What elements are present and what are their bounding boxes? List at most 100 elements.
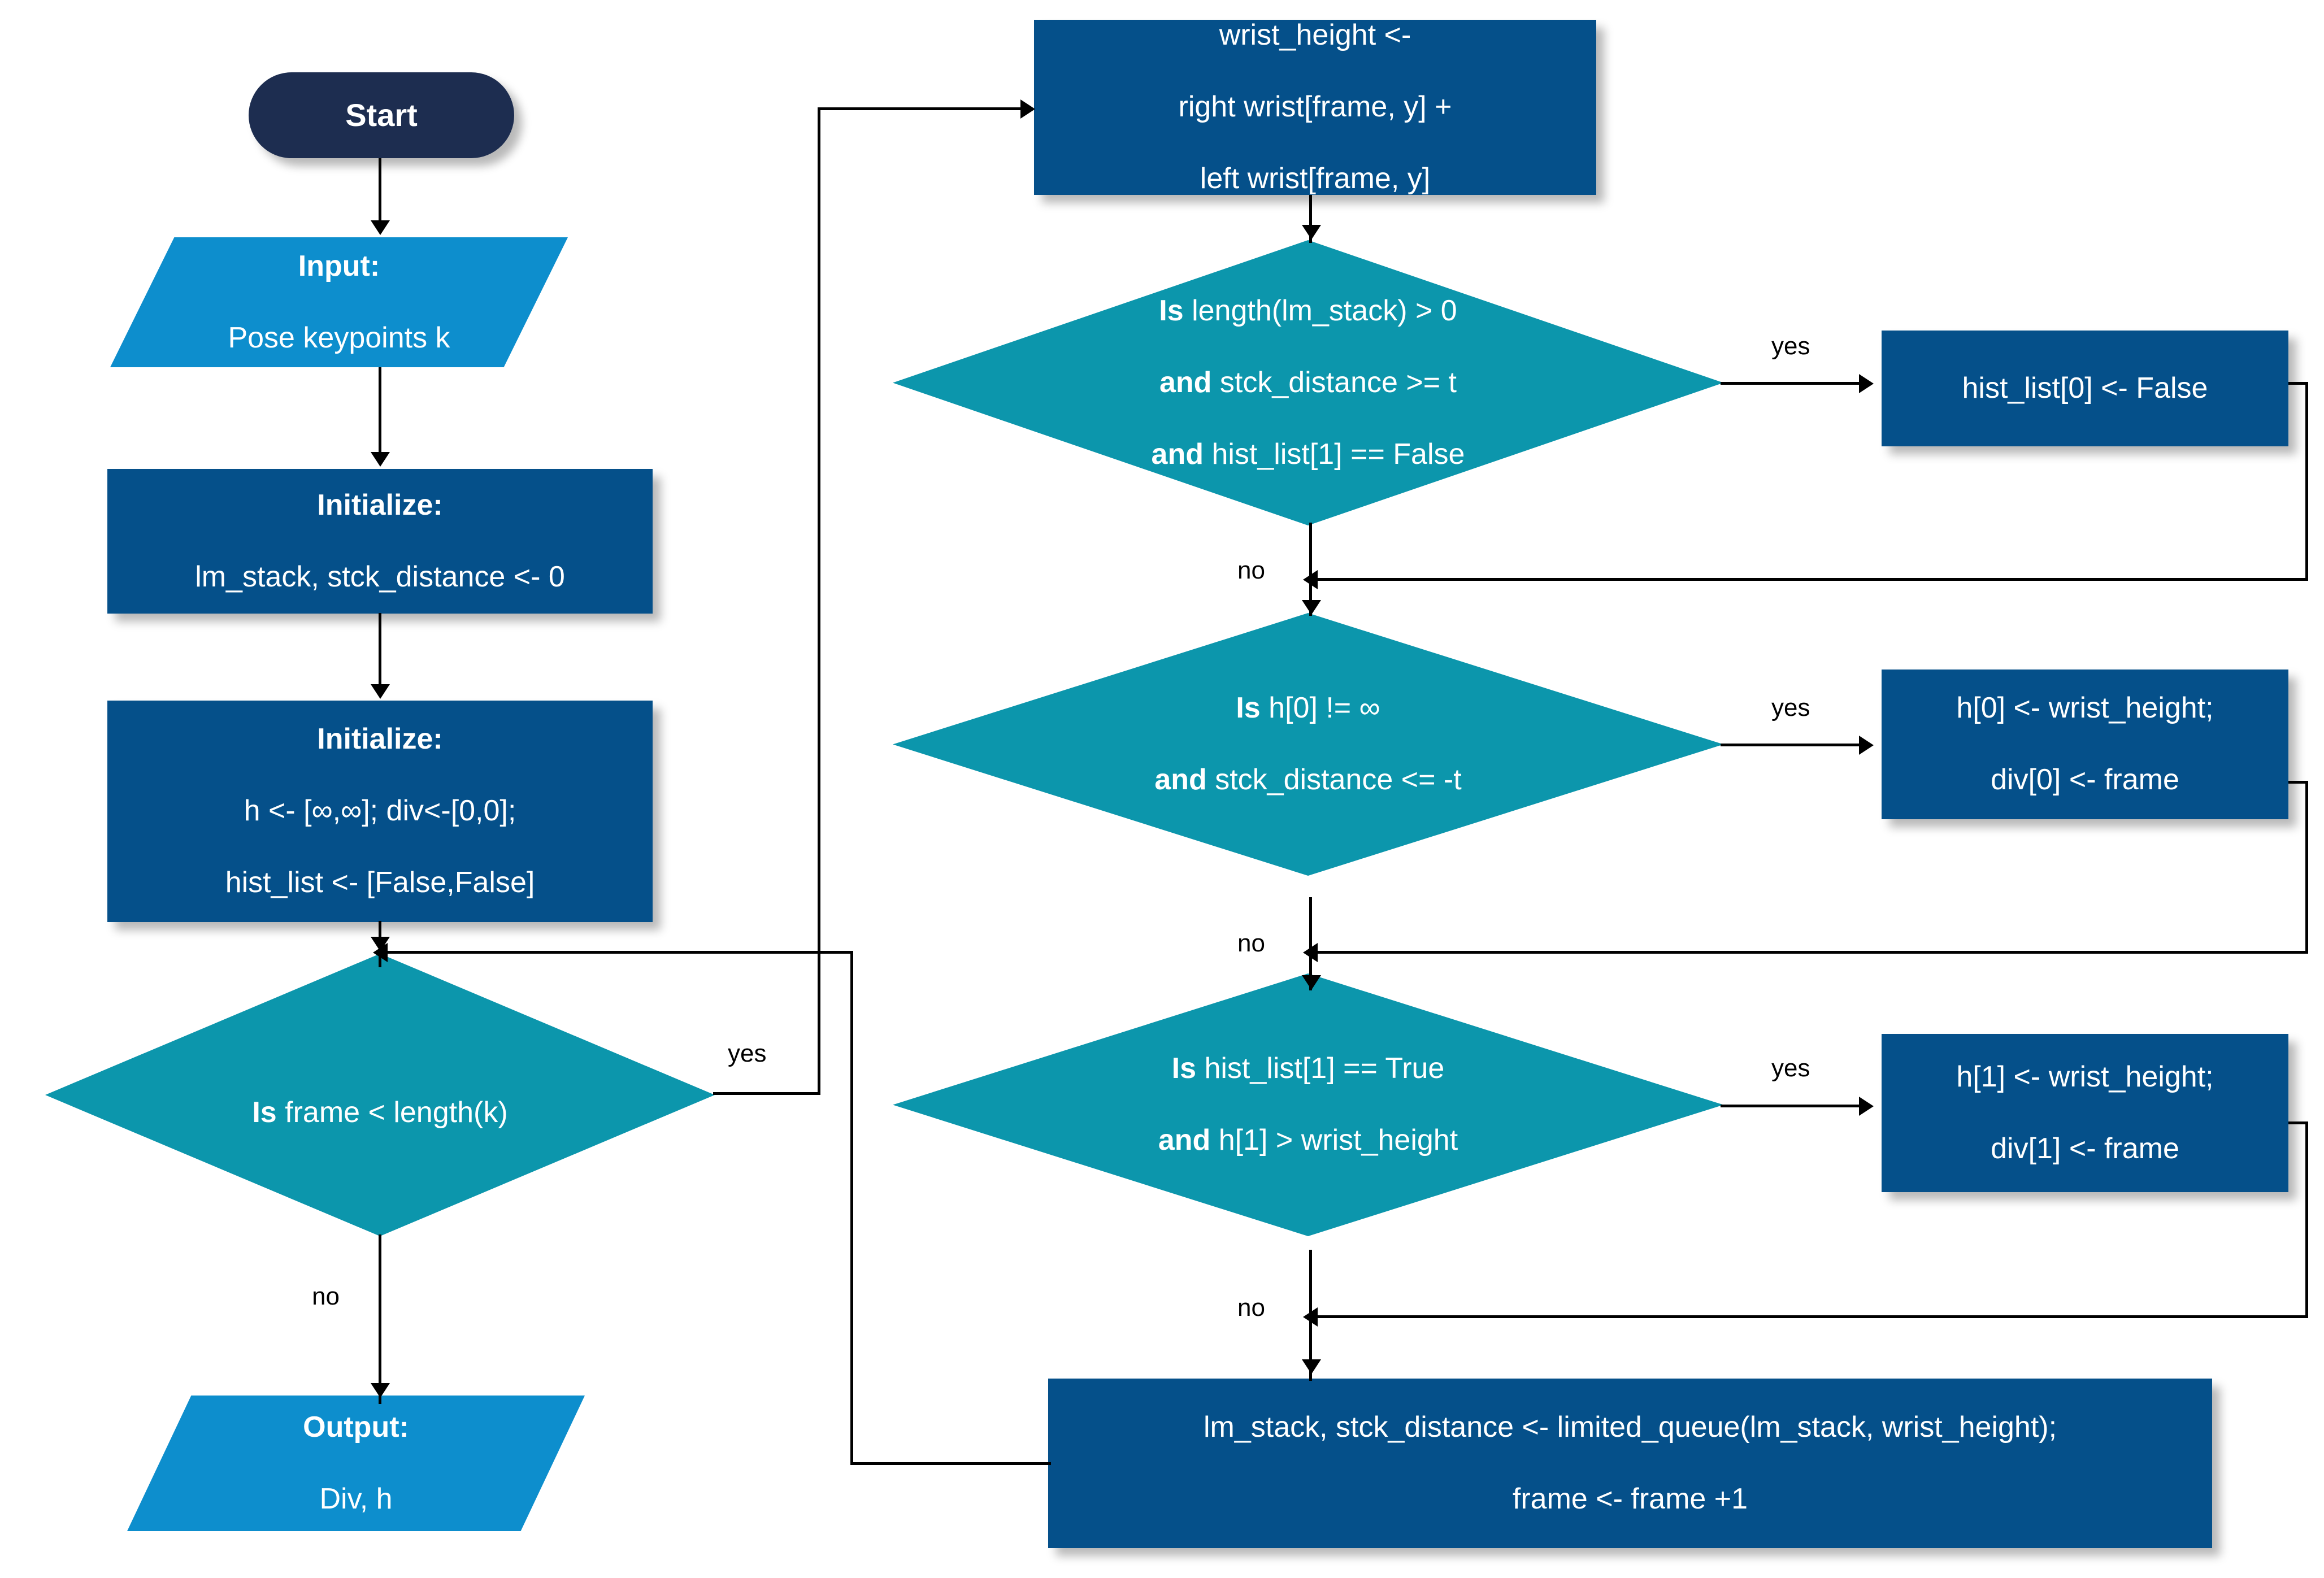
d2-l1: h[0] != ∞ (1260, 692, 1380, 725)
init1-body: lm_stack, stck_distance <- 0 (195, 560, 565, 593)
d3-l2-kw: and (1158, 1124, 1211, 1157)
parallelogram-shape (127, 1396, 585, 1531)
input-value: Pose keypoints k (228, 321, 450, 354)
edge-label-d1-no: no (1237, 557, 1265, 584)
arrowhead-d3 (1302, 975, 1321, 990)
connector-update-feedback-h-bottom (850, 1462, 1051, 1465)
arrowhead-input (371, 220, 390, 235)
node-initialize-2[interactable]: Initialize: h <- [∞,∞]; div<-[0,0]; hist… (107, 701, 653, 922)
connector-loopcheck-no (379, 1234, 381, 1404)
assign2-line-2: div[0] <- frame (1991, 763, 2179, 797)
d1-l3-kw: and (1151, 437, 1204, 471)
arrowhead-init2 (371, 684, 390, 699)
arrowhead-d1-no-junction (1303, 570, 1318, 589)
assign1-body: hist_list[0] <- False (1962, 371, 2208, 405)
loopcheck-is: Is (252, 1096, 277, 1129)
connector-loopcheck-yes-h (713, 1092, 820, 1095)
assign3-line-1: h[1] <- wrist_height; (1956, 1060, 2214, 1093)
connector-wristheight-to-d1 (1309, 195, 1312, 243)
assign2-line-1: h[0] <- wrist_height; (1956, 692, 2214, 725)
input-title: Input: (298, 249, 380, 282)
node-initialize-1[interactable]: Initialize: lm_stack, stck_distance <- 0 (107, 469, 653, 614)
connector-d3-yes (1721, 1105, 1862, 1107)
connector-d1-yes (1721, 382, 1862, 385)
node-decision-1[interactable]: Is length(lm_stack) > 0 and stck_distanc… (893, 240, 1723, 525)
node-start[interactable]: Start (249, 72, 514, 158)
node-decision-3[interactable]: Is hist_list[1] == True and h[1] > wrist… (893, 973, 1723, 1236)
connector-start-to-input (379, 158, 381, 221)
wristheight-line-2: right wrist[frame, y] + (1178, 90, 1452, 124)
node-wrist-height[interactable]: wrist_height <- right wrist[frame, y] + … (1034, 19, 1596, 195)
connector-update-feedback-h-top (380, 951, 852, 954)
d2-l1-kw: Is (1236, 692, 1261, 725)
update-line-2: frame <- frame +1 (1512, 1482, 1748, 1515)
node-assign-h-0[interactable]: h[0] <- wrist_height; div[0] <- frame (1882, 670, 2288, 819)
arrowhead-init1 (371, 452, 390, 467)
parallelogram-shape (110, 237, 568, 367)
connector-assign2-return-v (2305, 781, 2308, 954)
connector-d2-yes (1721, 744, 1862, 746)
node-assign-h-1[interactable]: h[1] <- wrist_height; div[1] <- frame (1882, 1034, 2288, 1192)
arrowhead-d2-no-junction (1303, 943, 1318, 962)
node-assign-hist-list-0[interactable]: hist_list[0] <- False (1882, 331, 2288, 446)
connector-assign1-return-h2 (1311, 578, 2306, 581)
connector-assign1-return-v (2305, 382, 2308, 581)
arrowhead-output (371, 1383, 390, 1398)
connector-loopcheck-yes-v (818, 107, 820, 1095)
connector-assign3-return-v (2305, 1121, 2308, 1318)
arrowhead-loopcheck-feedback (373, 943, 388, 962)
edge-label-d3-no: no (1237, 1294, 1265, 1321)
node-input[interactable]: Input: Pose keypoints k (110, 237, 568, 367)
d3-l1: hist_list[1] == True (1196, 1052, 1445, 1085)
arrowhead-d3-no-junction (1303, 1307, 1318, 1327)
d1-l3: hist_list[1] == False (1204, 437, 1465, 471)
node-decision-2[interactable]: Is h[0] != ∞ and stck_distance <= -t (893, 613, 1723, 876)
connector-input-to-init1 (379, 367, 381, 453)
connector-assign3-return-h1 (2288, 1121, 2308, 1124)
connector-assign2-return-h2 (1311, 951, 2306, 954)
arrowhead-wristheight (1020, 99, 1035, 119)
d1-l2-kw: and (1159, 366, 1212, 399)
loopcheck-cond: frame < length(k) (276, 1096, 508, 1129)
init2-body-1: h <- [∞,∞]; div<-[0,0]; (244, 794, 516, 828)
d2-l2: stck_distance <= -t (1206, 763, 1462, 797)
node-decision-loop-check[interactable]: Is frame < length(k) (45, 954, 715, 1236)
d1-l1-kw: Is (1159, 294, 1184, 327)
connector-assign3-return-h2 (1311, 1315, 2306, 1318)
output-title: Output: (303, 1410, 409, 1444)
arrowhead-assign1 (1859, 374, 1874, 393)
connector-init1-to-init2 (379, 613, 381, 685)
d2-l2-kw: and (1154, 763, 1207, 797)
d1-l1: length(lm_stack) > 0 (1183, 294, 1457, 327)
node-output[interactable]: Output: Div, h (127, 1396, 585, 1531)
update-line-1: lm_stack, stck_distance <- limited_queue… (1203, 1410, 2057, 1444)
output-value: Div, h (319, 1482, 393, 1515)
connector-assign2-return-h1 (2288, 781, 2308, 784)
d3-l1-kw: Is (1171, 1052, 1197, 1085)
node-update-stack[interactable]: lm_stack, stck_distance <- limited_queue… (1048, 1379, 2212, 1548)
arrowhead-d2 (1302, 600, 1321, 615)
assign3-line-2: div[1] <- frame (1991, 1132, 2179, 1165)
connector-loopcheck-yes-h2 (818, 107, 1027, 110)
edge-label-d3-yes: yes (1771, 1054, 1810, 1082)
init2-title: Initialize: (317, 723, 443, 756)
edge-label-d2-yes: yes (1771, 694, 1810, 721)
arrowhead-update (1302, 1359, 1321, 1374)
wristheight-line-3: left wrist[frame, y] (1200, 162, 1431, 195)
d1-l2: stck_distance >= t (1211, 366, 1457, 399)
arrowhead-d1 (1302, 225, 1321, 240)
wristheight-line-1: wrist_height <- (1219, 19, 1411, 52)
init1-title: Initialize: (317, 488, 443, 521)
connector-d1-no-to-d2 (1309, 523, 1312, 616)
connector-assign1-return-h1 (2288, 382, 2308, 385)
edge-label-loop-no: no (312, 1283, 340, 1310)
start-label: Start (345, 97, 418, 133)
edge-label-d2-no: no (1237, 929, 1265, 957)
init2-body-2: hist_list <- [False,False] (225, 866, 535, 899)
d3-l2: h[1] > wrist_height (1210, 1124, 1458, 1157)
arrowhead-assign3 (1859, 1097, 1874, 1116)
connector-update-feedback-v (850, 951, 853, 1464)
edge-label-loop-yes: yes (728, 1040, 767, 1067)
edge-label-d1-yes: yes (1771, 332, 1810, 360)
